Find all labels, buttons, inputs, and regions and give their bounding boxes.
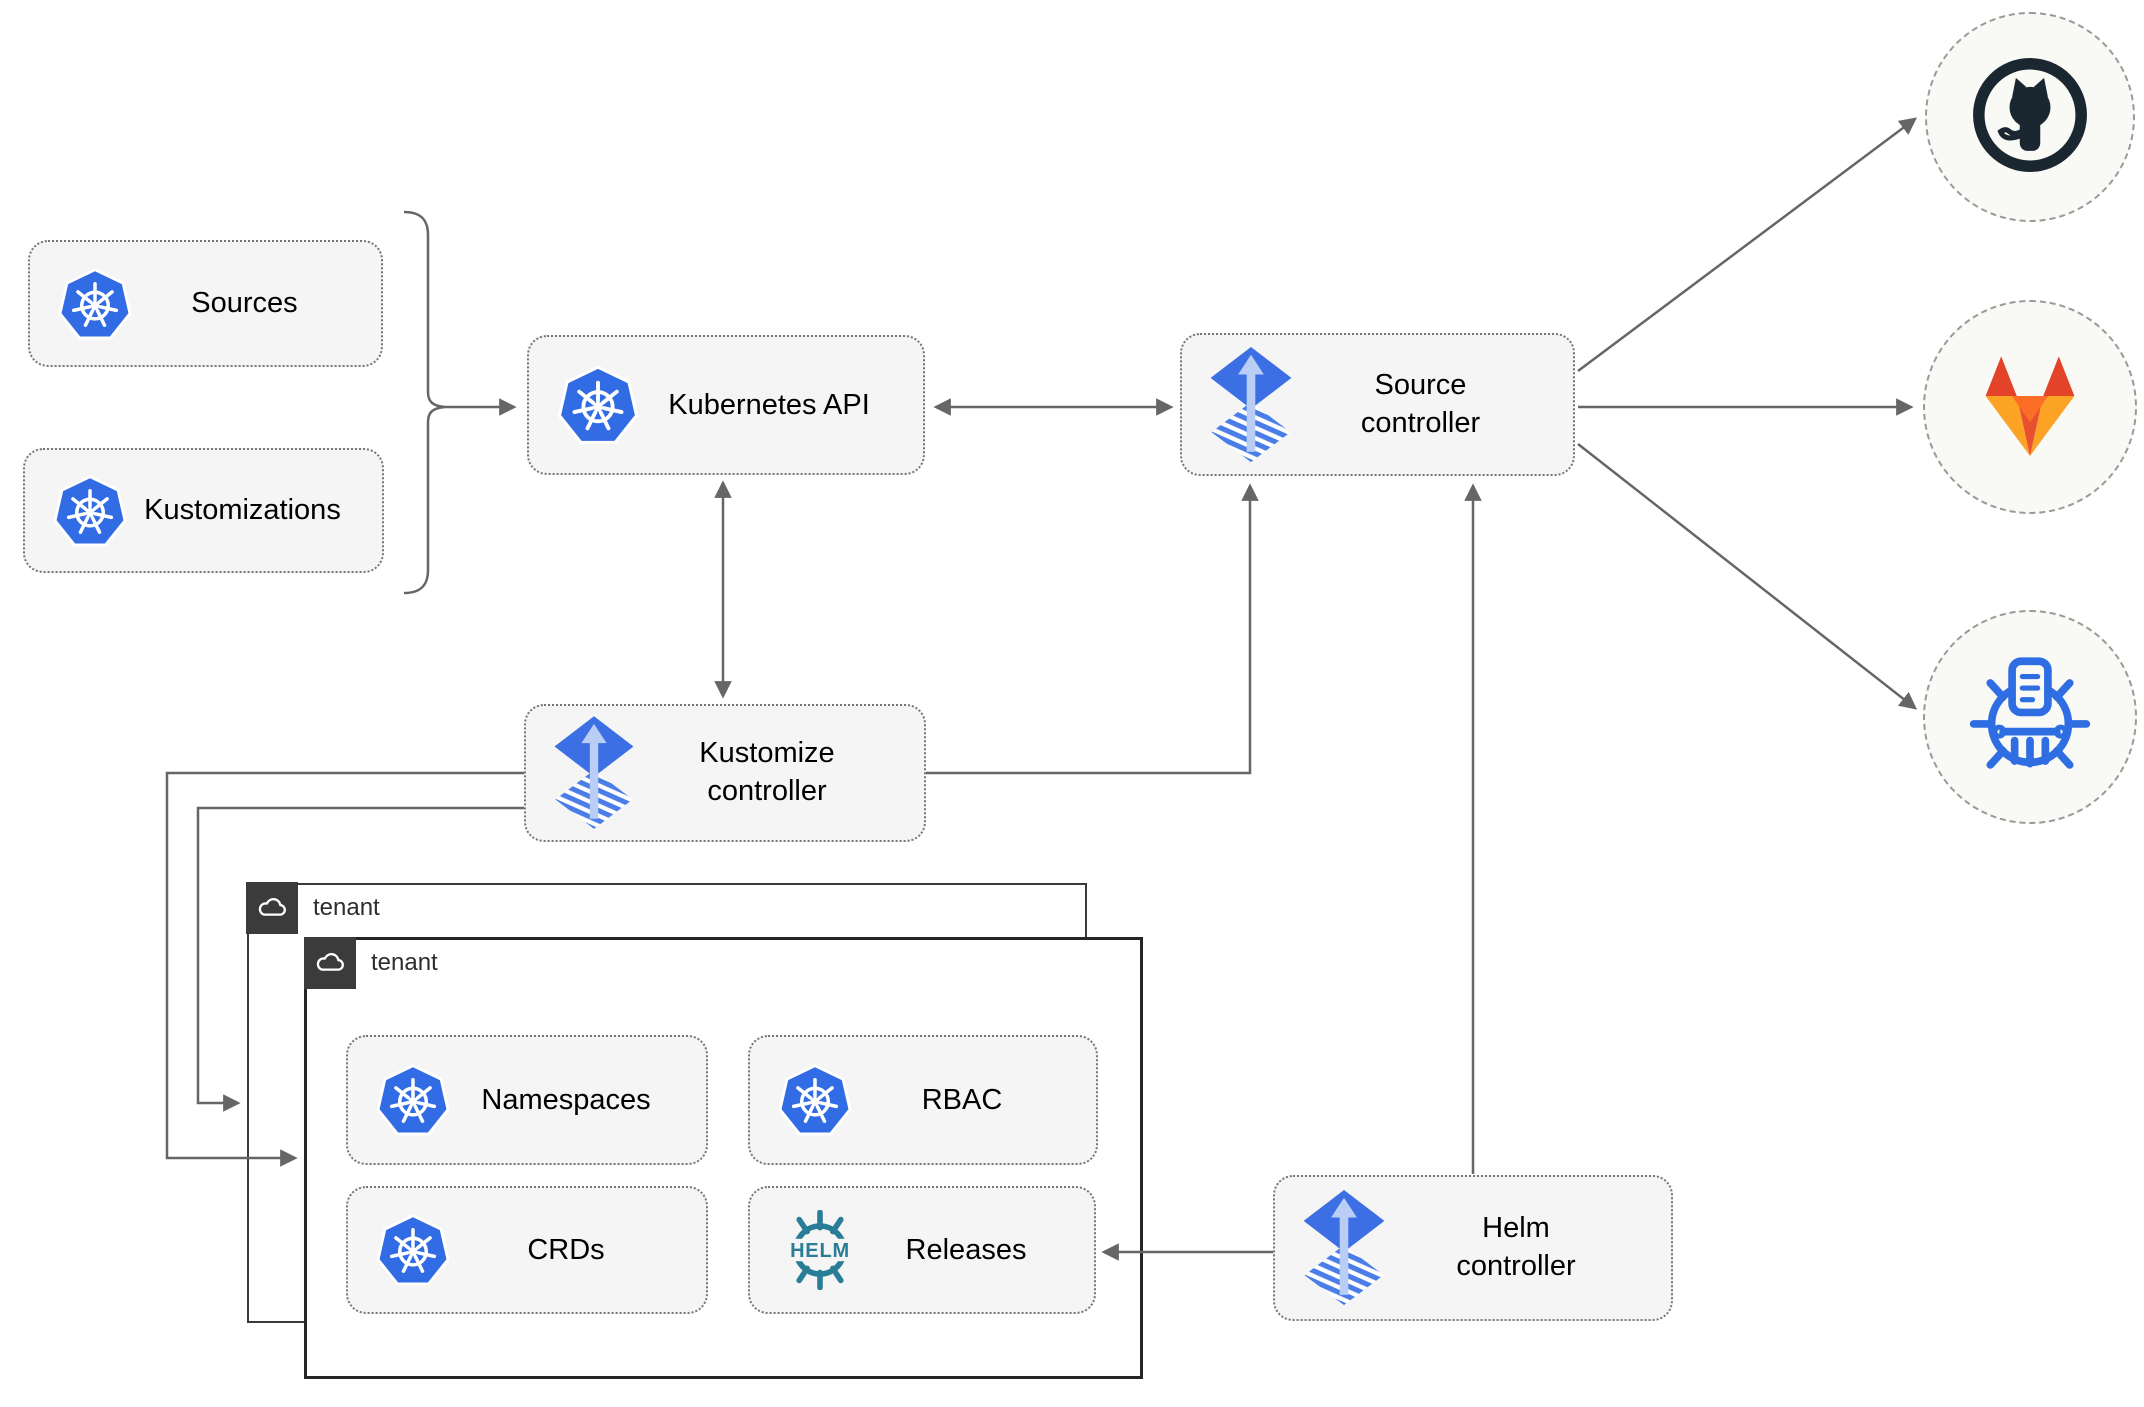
node-label: Namespaces (481, 1083, 651, 1116)
arrow-kustomize-to-source-controller (926, 483, 1259, 775)
node-label: Kubernetes API (668, 388, 870, 421)
gitlab-icon (1970, 348, 2090, 467)
github-icon (1966, 51, 2094, 184)
gitlab-repository-node (1923, 300, 2137, 514)
node-label: Sources (191, 287, 298, 319)
kubernetes-icon (56, 265, 134, 343)
node-label: Releases (905, 1233, 1027, 1266)
node-kustomize-controller: Kustomize controller (524, 704, 926, 842)
node-label: Kustomizations (144, 494, 341, 526)
tenant-label: tenant (313, 894, 380, 921)
node-label: CRDs (527, 1233, 605, 1266)
node-kustomizations: Kustomizations (23, 448, 384, 573)
kubernetes-icon (776, 1061, 854, 1139)
kubernetes-icon (51, 472, 129, 550)
flux-icon (552, 716, 636, 830)
node-helm-controller: Helm controller (1273, 1175, 1673, 1321)
helm-icon: HELM (776, 1210, 864, 1290)
github-repository-node (1925, 12, 2135, 222)
cloud-icon (246, 882, 298, 934)
node-namespaces: Namespaces (346, 1035, 708, 1165)
node-source-controller: Source controller (1180, 333, 1575, 476)
arrow-source-to-github (1577, 117, 1918, 373)
node-crds: CRDs (346, 1186, 708, 1314)
cloud-icon (304, 937, 356, 989)
tenant-box-inner: tenant Namespaces RBAC CRDs HELM Release… (304, 937, 1143, 1379)
node-sources: Sources (28, 240, 383, 367)
tenant-label: tenant (371, 949, 438, 976)
node-rbac: RBAC (748, 1035, 1098, 1165)
flux-icon (1301, 1190, 1387, 1306)
node-label: Helm controller (1456, 1212, 1576, 1282)
kubernetes-icon (555, 362, 641, 448)
sources-brace (403, 210, 446, 595)
node-kubernetes-api: Kubernetes API (527, 335, 925, 475)
kubernetes-icon (374, 1061, 452, 1139)
kubernetes-icon (374, 1211, 452, 1289)
node-releases: HELM Releases (748, 1186, 1096, 1314)
arrow-source-to-helm-repository (1577, 443, 1918, 710)
helm-repository-icon (1966, 651, 2094, 784)
helm-repository-node (1923, 610, 2137, 824)
node-label: Kustomize controller (699, 737, 835, 807)
flux-icon (1208, 346, 1294, 463)
node-label: Source controller (1360, 368, 1481, 439)
node-label: RBAC (921, 1083, 1003, 1116)
svg-text:HELM: HELM (790, 1240, 850, 1262)
